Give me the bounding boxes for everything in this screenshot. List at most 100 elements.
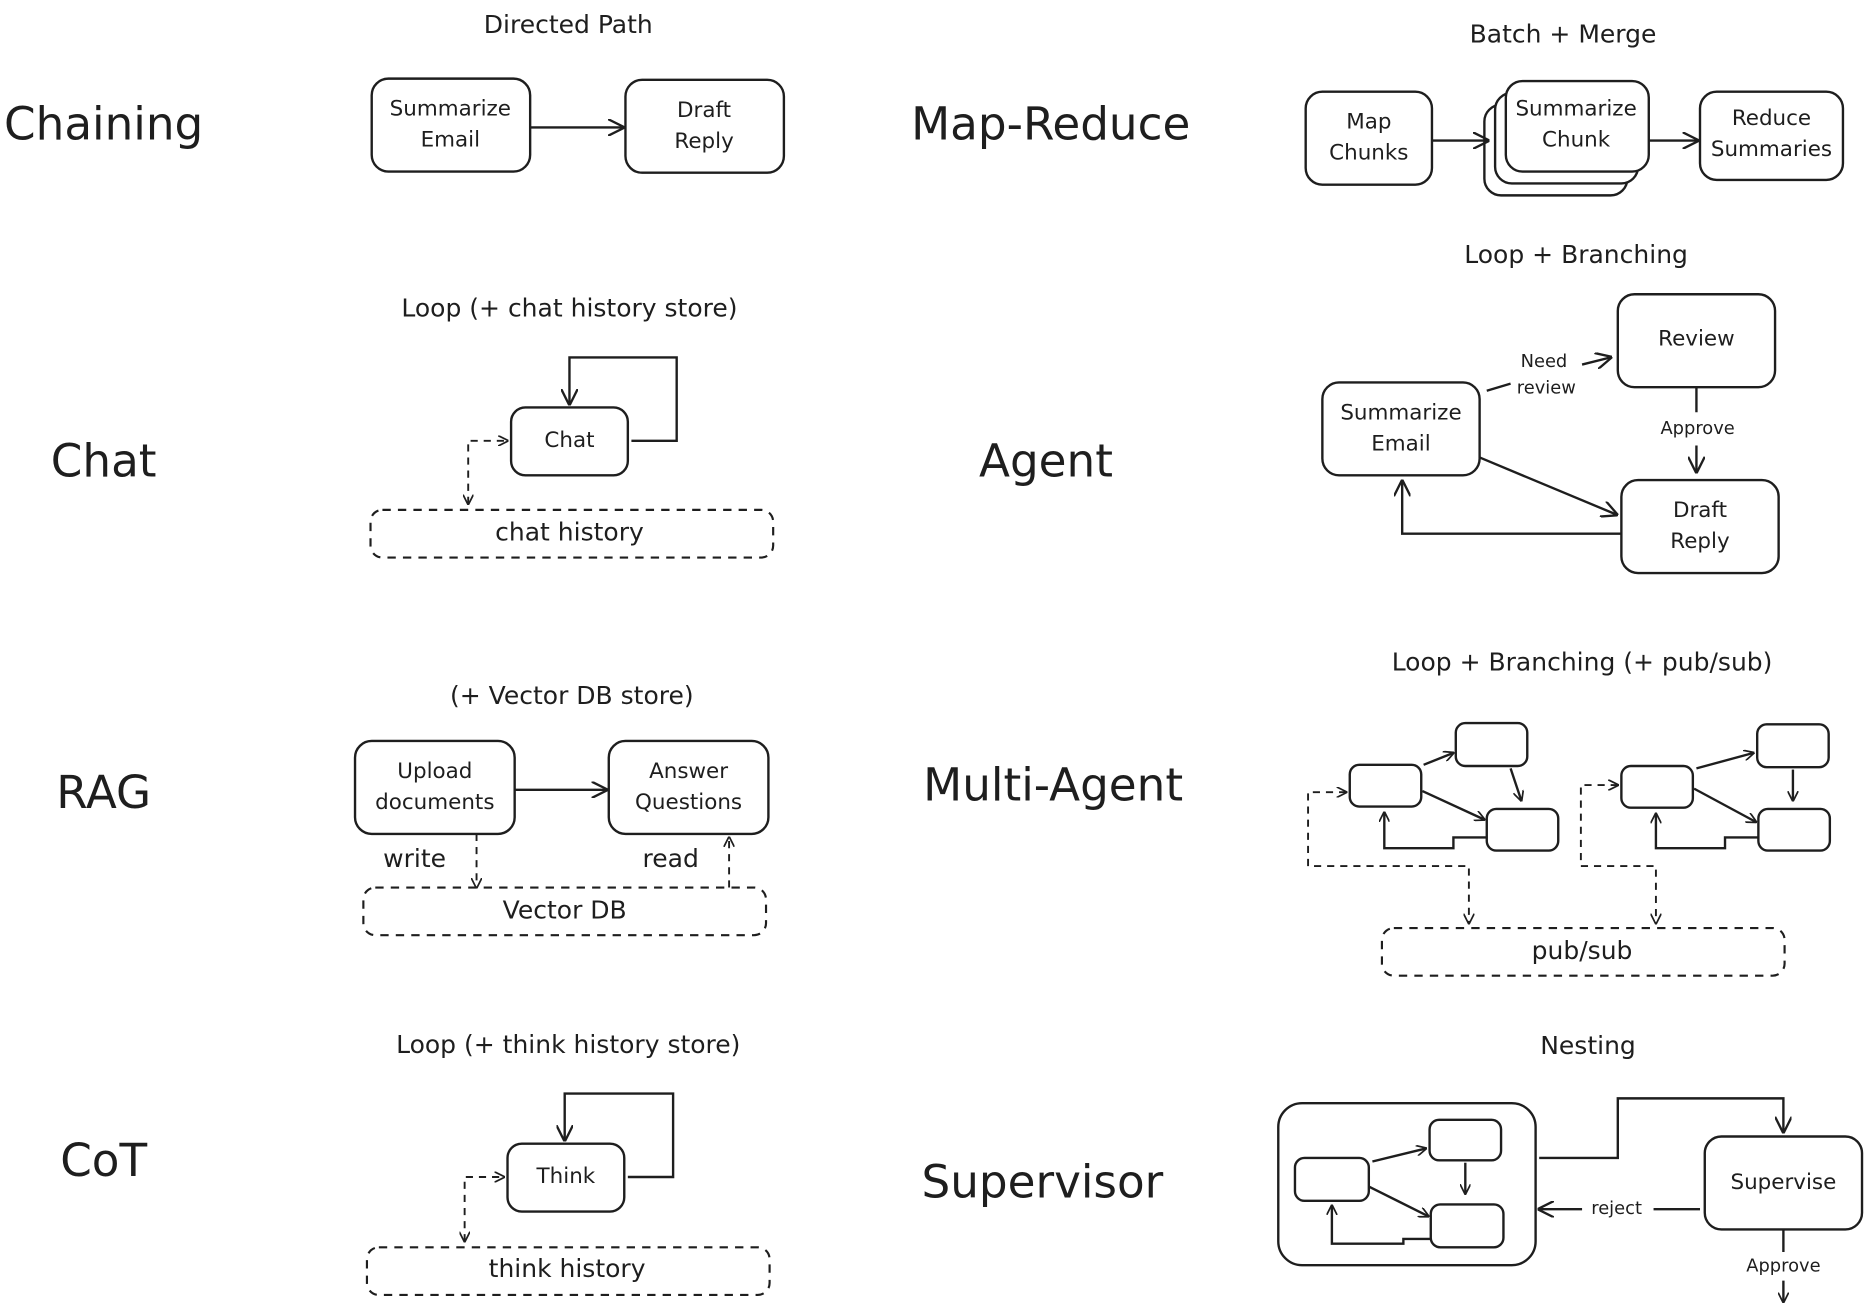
pattern-title: Loop (+ chat history store)	[401, 294, 737, 323]
arrow	[1372, 1148, 1426, 1163]
agent-node	[1755, 723, 1830, 769]
node-label: Draft	[1673, 498, 1727, 523]
node-label: Supervise	[1730, 1170, 1836, 1195]
arrow	[1539, 1097, 1783, 1160]
node-label: Answer	[649, 759, 728, 784]
node-label: Reply	[1670, 529, 1730, 554]
store-label: Vector DB	[503, 895, 627, 924]
think-node	[506, 1142, 626, 1213]
arrow	[1509, 768, 1522, 800]
node-label: documents	[375, 790, 494, 815]
node-label: Reply	[674, 129, 734, 154]
loop-arrow	[569, 356, 678, 442]
draft-reply-node	[624, 78, 786, 174]
node-label: Questions	[635, 790, 742, 815]
store-label: pub/sub	[1532, 936, 1633, 965]
need-review-label: Need	[1521, 351, 1568, 372]
need-review-label: review	[1517, 377, 1576, 398]
node-label: Upload	[397, 759, 472, 784]
think-history-store	[365, 1246, 771, 1297]
agent-node	[1293, 1156, 1371, 1203]
arrow	[1423, 753, 1454, 766]
arrow	[1696, 753, 1753, 770]
agent-node	[1757, 807, 1832, 852]
agent-node	[1620, 764, 1695, 809]
node-label: Review	[1658, 327, 1735, 352]
summarize-email-node	[1321, 381, 1481, 477]
pattern-title: Loop + Branching (+ pub/sub)	[1392, 648, 1773, 677]
approve-label: Approve	[1660, 418, 1734, 439]
node-label: Email	[1371, 431, 1430, 456]
pattern-label: CoT	[60, 1134, 147, 1187]
node-label: Draft	[677, 98, 731, 123]
pattern-title: Batch + Merge	[1470, 20, 1657, 49]
chat-section: Chat Loop (+ chat history store) Chat ch…	[51, 294, 775, 559]
loop-arrow	[1384, 812, 1487, 850]
read-label: read	[643, 844, 699, 873]
node-label: Map	[1346, 110, 1391, 135]
loop-arrow	[1402, 481, 1622, 535]
approve-label: Approve	[1746, 1255, 1820, 1276]
loop-arrow	[1332, 1206, 1431, 1245]
dashed-arrow	[465, 1177, 504, 1241]
dashed-arrow	[1579, 785, 1656, 923]
node-label: Chunks	[1329, 141, 1408, 166]
pattern-label: Map-Reduce	[911, 97, 1190, 150]
chaining-section: Chaining Directed Path Summarize Email D…	[4, 10, 786, 174]
write-label: write	[383, 844, 446, 873]
arrow	[1368, 1185, 1429, 1217]
arrow	[1421, 789, 1484, 820]
agent-node	[1485, 807, 1560, 852]
multi-agent-section: Multi-Agent Loop + Branching (+ pub/sub)…	[923, 648, 1832, 977]
agent-node	[1348, 763, 1423, 808]
node-label: Summaries	[1711, 137, 1832, 162]
rag-section: RAG (+ Vector DB store) Upload documents…	[56, 681, 770, 937]
summarize-email-node	[370, 77, 532, 173]
dashed-arrow	[1307, 792, 1469, 923]
loop-arrow	[1656, 814, 1759, 850]
answer-questions-node	[607, 739, 770, 836]
draft-reply-node	[1620, 478, 1780, 575]
pattern-title: Directed Path	[484, 10, 653, 39]
vector-db-store	[362, 886, 768, 937]
pattern-title: Loop (+ think history store)	[396, 1030, 740, 1059]
agent-node	[1454, 721, 1529, 768]
agent-node	[1428, 1118, 1503, 1162]
summarize-chunk-node	[1504, 79, 1650, 173]
pattern-label: Supervisor	[922, 1155, 1164, 1208]
arrow	[1693, 787, 1756, 822]
supervisor-section: Supervisor Nesting Supervise reject Appr…	[922, 1031, 1864, 1302]
agent-node	[1429, 1203, 1505, 1249]
cot-section: CoT Loop (+ think history store) Think t…	[60, 1030, 771, 1297]
upload-documents-node	[353, 739, 516, 836]
agent-section: Agent Loop + Branching Review Summarize …	[979, 240, 1780, 575]
chat-history-store	[369, 508, 775, 559]
node-label: Chunk	[1542, 128, 1611, 153]
node-label: Chat	[544, 428, 594, 453]
node-label: Summarize	[1340, 400, 1461, 425]
pattern-label: Multi-Agent	[923, 759, 1183, 812]
node-label: Summarize	[390, 97, 511, 122]
pub-sub-store	[1380, 926, 1786, 977]
loop-arrow	[565, 1092, 675, 1179]
node-label: Summarize	[1515, 97, 1636, 122]
dashed-arrow	[468, 441, 507, 504]
map-chunks-node	[1304, 90, 1434, 186]
chat-node	[509, 406, 630, 477]
pattern-title: (+ Vector DB store)	[450, 681, 694, 710]
map-reduce-section: Map-Reduce Batch + Merge Map Chunks Summ…	[911, 20, 1845, 197]
pattern-label: Chat	[51, 435, 157, 488]
store-label: chat history	[495, 518, 644, 547]
node-label: Think	[536, 1164, 596, 1189]
need-review-arrow	[1581, 357, 1611, 364]
reject-label: reject	[1591, 1198, 1642, 1219]
arrow	[1479, 456, 1617, 514]
pattern-label: RAG	[56, 766, 151, 819]
pattern-title: Loop + Branching	[1464, 240, 1688, 269]
arrow	[1486, 382, 1511, 392]
pattern-label: Chaining	[4, 97, 203, 150]
pattern-title: Nesting	[1540, 1031, 1636, 1060]
reduce-summaries-node	[1698, 90, 1845, 182]
store-label: think history	[489, 1254, 646, 1283]
